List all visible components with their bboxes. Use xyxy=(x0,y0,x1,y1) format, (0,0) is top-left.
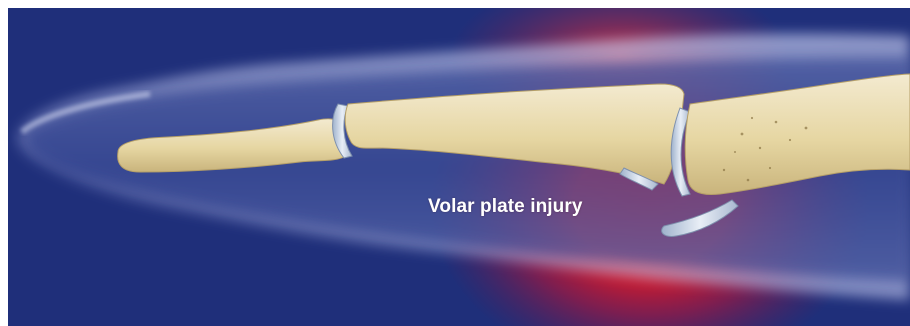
injury-label: Volar plate injury xyxy=(428,196,583,218)
